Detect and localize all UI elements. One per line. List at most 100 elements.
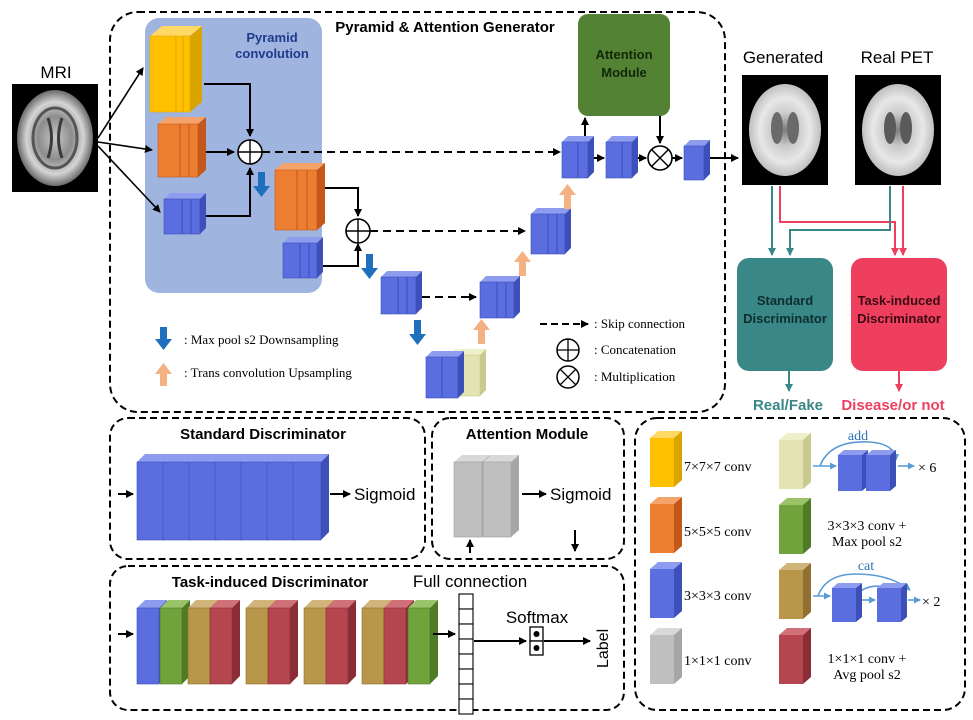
- conv777-block: [149, 26, 202, 113]
- key-333-swatch: [650, 562, 682, 618]
- fc-cell: [458, 638, 474, 655]
- pre-mult-blue-block: [605, 136, 638, 179]
- standard-conv-stack: [136, 454, 329, 541]
- task-conv-block: [325, 600, 356, 685]
- arrow-mri-to-555: [97, 141, 153, 153]
- softmax-output-vector: [529, 626, 544, 656]
- mri-label: MRI: [40, 63, 71, 82]
- generated-label: Generated: [743, 48, 823, 67]
- arrow-mri-to-777: [97, 67, 144, 139]
- conv333-block: [163, 193, 206, 235]
- key-green-swatch: [779, 498, 811, 554]
- task-discriminator-panel: [109, 565, 625, 711]
- legend-skip-text: : Skip connection: [594, 316, 685, 331]
- key-red-line1: 1×1×1 conv +: [828, 652, 907, 667]
- maxpool-arrow-1: [253, 172, 270, 197]
- fc-cell: [458, 608, 474, 625]
- maxpool-arrow-2: [361, 254, 378, 279]
- up2-blue-block: [530, 208, 571, 255]
- key-777-text: 7×7×7 conv: [684, 460, 752, 475]
- attention-gray-blocks: [453, 455, 519, 538]
- legend-mult-icon: [556, 365, 580, 389]
- key-111-text: 1×1×1 conv: [684, 654, 752, 669]
- standard-sigmoid-label: Sigmoid: [354, 485, 415, 504]
- standard-disc-line2: Discriminator: [743, 311, 827, 326]
- key-red-line2: Avg pool s2: [833, 668, 900, 683]
- conv555-block: [157, 117, 206, 178]
- key-111-swatch: [650, 628, 682, 684]
- standard-discriminator-box: [737, 258, 833, 371]
- disease-label: Disease/or not: [841, 397, 944, 414]
- task-conv-stack: [136, 600, 438, 685]
- key-green-line2: Max pool s2: [832, 535, 902, 550]
- pyramid-label-line2: convolution: [235, 46, 309, 61]
- legend-mult-text: : Multiplication: [594, 369, 676, 384]
- key-cream-swatch: [779, 433, 811, 489]
- legend-maxpool-icon: [155, 327, 172, 350]
- label-text: Label: [595, 629, 612, 668]
- mult-node: [647, 145, 673, 171]
- legend-concat-icon: [556, 338, 580, 362]
- concat-node-1: [237, 139, 263, 165]
- full-connection-label: Full connection: [413, 572, 527, 591]
- key-add-label: add: [848, 429, 868, 444]
- transconv-arrow-3: [559, 184, 576, 209]
- bottleneck-block: [425, 349, 486, 399]
- transconv-arrow-2: [514, 251, 531, 276]
- key-x6-label: × 6: [918, 461, 936, 476]
- concat-node-2: [345, 218, 371, 244]
- level3-blue-block: [380, 271, 422, 315]
- attention-module-box: [578, 14, 670, 116]
- maxpool-arrow-3: [409, 320, 426, 345]
- legend-transconv-text: : Trans convolution Upsampling: [184, 365, 352, 380]
- key-555-text: 5×5×5 conv: [684, 525, 752, 540]
- legend-maxpool-text: : Max pool s2 Downsampling: [184, 332, 339, 347]
- legend-concat-text: : Concatenation: [594, 342, 676, 357]
- task-conv-block: [159, 600, 190, 685]
- output-blue-block: [683, 140, 710, 181]
- task-disc-line1: Task-induced: [858, 293, 941, 308]
- standard-conv-block: [292, 454, 329, 541]
- attention-module-panel: [431, 417, 625, 560]
- fc-cell: [458, 683, 474, 700]
- key-555-swatch: [650, 497, 682, 553]
- attention-label-line2: Module: [601, 65, 647, 80]
- fc-cell: [458, 668, 474, 685]
- task-discriminator-box: [851, 258, 947, 371]
- attention-sigmoid-label: Sigmoid: [550, 485, 611, 504]
- key-333-text: 3×3×3 conv: [684, 589, 752, 604]
- standard-panel-title: Standard Discriminator: [180, 426, 346, 443]
- real-pet-image: [855, 75, 941, 185]
- up1-blue-block: [561, 136, 594, 179]
- generator-title: Pyramid & Attention Generator: [335, 19, 555, 36]
- fc-cell: [458, 623, 474, 640]
- path-333-to-concat: [206, 167, 254, 217]
- fc-cell: [458, 698, 474, 715]
- key-dense-block: [813, 573, 921, 622]
- path-l2-orange-to-concat: [325, 187, 362, 217]
- level2-orange-block: [274, 163, 325, 231]
- attention-panel-title: Attention Module: [466, 426, 588, 443]
- attention-label-line1: Attention: [595, 47, 652, 62]
- up3-blue-block: [479, 276, 520, 319]
- softmax-label: Softmax: [506, 608, 569, 627]
- task-conv-block: [407, 600, 438, 685]
- level2-blue-block: [282, 237, 323, 279]
- key-cat-label: cat: [858, 559, 874, 574]
- fc-cell: [458, 653, 474, 670]
- path-777-to-concat: [204, 83, 254, 137]
- key-green-line1: 3×3×3 conv +: [828, 519, 907, 534]
- arrow-real-to-standard: [786, 186, 891, 256]
- key-crimson-swatch: [779, 628, 811, 684]
- key-residual-block: [813, 441, 915, 491]
- key-panel: [634, 417, 966, 711]
- path-l2-blue-to-concat: [323, 243, 362, 267]
- real-pet-label: Real PET: [861, 48, 934, 67]
- mri-image: [12, 84, 98, 192]
- legend-transconv-icon: [155, 363, 172, 386]
- transconv-arrow-1: [473, 319, 490, 344]
- pyramid-label-line1: Pyramid: [246, 30, 297, 45]
- task-panel-title: Task-induced Discriminator: [172, 574, 369, 591]
- key-olive-swatch: [779, 563, 811, 619]
